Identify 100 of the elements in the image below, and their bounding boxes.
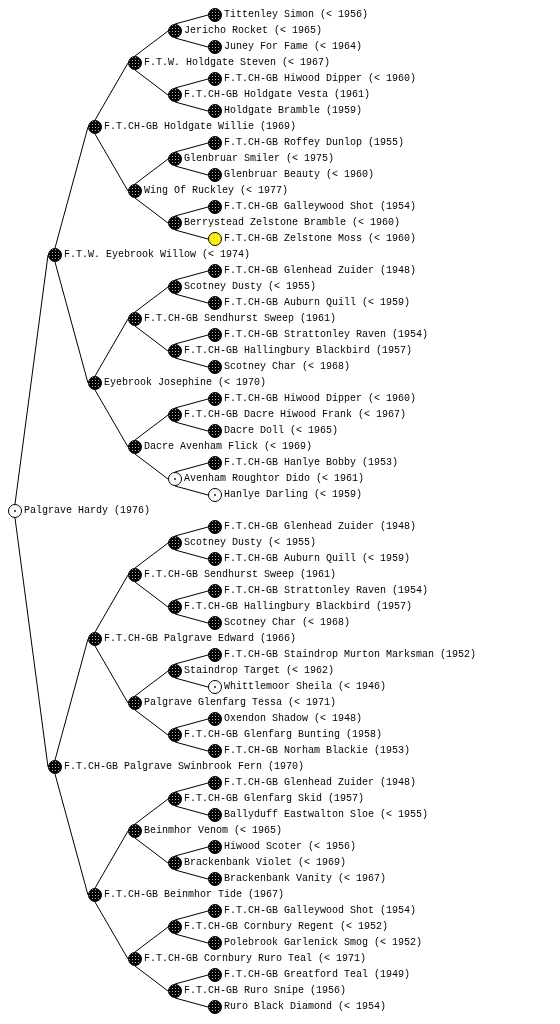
connector-line <box>134 926 169 953</box>
connector-line <box>174 997 209 1008</box>
node-circle <box>128 184 142 198</box>
node-circle <box>168 600 182 614</box>
node-circle <box>168 856 182 870</box>
connector-line <box>134 965 169 992</box>
name-label: Ruro Black Diamond (< 1954) <box>224 1001 387 1012</box>
name-label: F.T.CH-GB Beinmhor Tide (1967) <box>104 889 285 900</box>
node-circle <box>128 952 142 966</box>
hollow-node-circle <box>8 504 22 518</box>
name-label: Berrystead Zelstone Bramble (< 1960) <box>184 217 401 228</box>
connector-line <box>14 254 49 505</box>
name-label: F.T.CH-GB Galleywood Shot (1954) <box>224 201 417 212</box>
connector-line <box>174 78 209 89</box>
connector-line <box>174 974 209 985</box>
connector-line <box>174 142 209 153</box>
node-circle <box>208 712 222 726</box>
name-label: F.T.W. Eyebrook Willow (< 1974) <box>64 249 251 260</box>
name-label: Hanlye Darling (< 1959) <box>224 489 363 500</box>
name-label: Whittlemoor Sheila (< 1946) <box>224 681 387 692</box>
node-circle <box>208 168 222 182</box>
connector-line <box>174 485 209 496</box>
name-label: F.T.CH-GB Palgrave Edward (1966) <box>104 633 297 644</box>
connector-line <box>174 741 209 752</box>
node-circle <box>168 984 182 998</box>
node-circle <box>128 312 142 326</box>
connector-line <box>174 933 209 944</box>
node-circle <box>208 424 222 438</box>
name-label: Eyebrook Josephine (< 1970) <box>104 377 267 388</box>
connector-line <box>174 910 209 921</box>
connector-line <box>94 901 129 960</box>
node-circle <box>48 248 62 262</box>
connector-line <box>174 229 209 240</box>
connector-line <box>174 14 209 25</box>
node-circle <box>128 568 142 582</box>
connector-line <box>94 133 129 192</box>
name-label: F.T.CH-GB Auburn Quill (< 1959) <box>224 553 411 564</box>
node-circle <box>128 440 142 454</box>
node-circle <box>168 88 182 102</box>
connector-line <box>94 574 129 633</box>
node-circle <box>208 936 222 950</box>
node-circle <box>208 264 222 278</box>
connector-line <box>174 462 209 473</box>
connector-line <box>134 453 169 480</box>
name-label: F.T.CH-GB Glenfarg Bunting (1958) <box>184 729 383 740</box>
connector-line <box>174 654 209 665</box>
node-circle <box>208 1000 222 1014</box>
name-label: F.T.CH-GB Hanlye Bobby (1953) <box>224 457 399 468</box>
node-circle <box>168 664 182 678</box>
name-label: F.T.CH-GB Sendhurst Sweep (1961) <box>144 313 337 324</box>
node-circle <box>168 792 182 806</box>
name-label: F.T.CH-GB Auburn Quill (< 1959) <box>224 297 411 308</box>
connector-line <box>54 261 89 384</box>
connector-line <box>54 773 89 896</box>
name-label: F.T.CH-GB Glenhead Zuider (1948) <box>224 265 417 276</box>
node-circle <box>208 72 222 86</box>
node-circle <box>168 216 182 230</box>
name-label: Scotney Char (< 1968) <box>224 617 351 628</box>
connector-line <box>134 69 169 96</box>
connector-line <box>174 270 209 281</box>
connector-line <box>134 414 169 441</box>
node-circle <box>208 744 222 758</box>
connector-line <box>94 318 129 377</box>
node-circle <box>208 840 222 854</box>
node-circle <box>168 920 182 934</box>
name-label: Brackenbank Vanity (< 1967) <box>224 873 387 884</box>
node-circle <box>208 616 222 630</box>
node-circle <box>208 136 222 150</box>
connector-line <box>174 526 209 537</box>
connector-line <box>134 30 169 57</box>
connector-line <box>174 549 209 560</box>
node-circle <box>88 632 102 646</box>
name-label: Scotney Char (< 1968) <box>224 361 351 372</box>
node-circle <box>208 968 222 982</box>
connector-line <box>134 158 169 185</box>
node-circle <box>208 360 222 374</box>
connector-line <box>174 165 209 176</box>
hollow-node-circle <box>208 488 222 502</box>
name-label: F.T.CH-GB Hiwood Dipper (< 1960) <box>224 73 417 84</box>
node-circle <box>208 8 222 22</box>
name-label: Juney For Fame (< 1964) <box>224 41 363 52</box>
name-label: Scotney Dusty (< 1955) <box>184 281 317 292</box>
node-circle <box>208 328 222 342</box>
connector-line <box>134 581 169 608</box>
name-label: Jericho Rocket (< 1965) <box>184 25 323 36</box>
node-circle <box>208 904 222 918</box>
name-label: F.T.CH-GB Holdgate Willie (1969) <box>104 121 297 132</box>
name-label: Tittenley Simon (< 1956) <box>224 9 369 20</box>
name-label: Palgrave Hardy (1976) <box>24 505 151 516</box>
node-circle <box>168 344 182 358</box>
node-circle <box>208 104 222 118</box>
connector-line <box>174 334 209 345</box>
name-label: F.T.CH-GB Glenfarg Skid (1957) <box>184 793 365 804</box>
name-label: Holdgate Bramble (1959) <box>224 105 363 116</box>
connector-line <box>174 677 209 688</box>
node-circle <box>208 808 222 822</box>
connector-line <box>54 126 89 249</box>
name-label: F.T.CH-GB Hiwood Dipper (< 1960) <box>224 393 417 404</box>
name-label: Glenbruar Smiler (< 1975) <box>184 153 335 164</box>
name-label: Dacre Doll (< 1965) <box>224 425 339 436</box>
